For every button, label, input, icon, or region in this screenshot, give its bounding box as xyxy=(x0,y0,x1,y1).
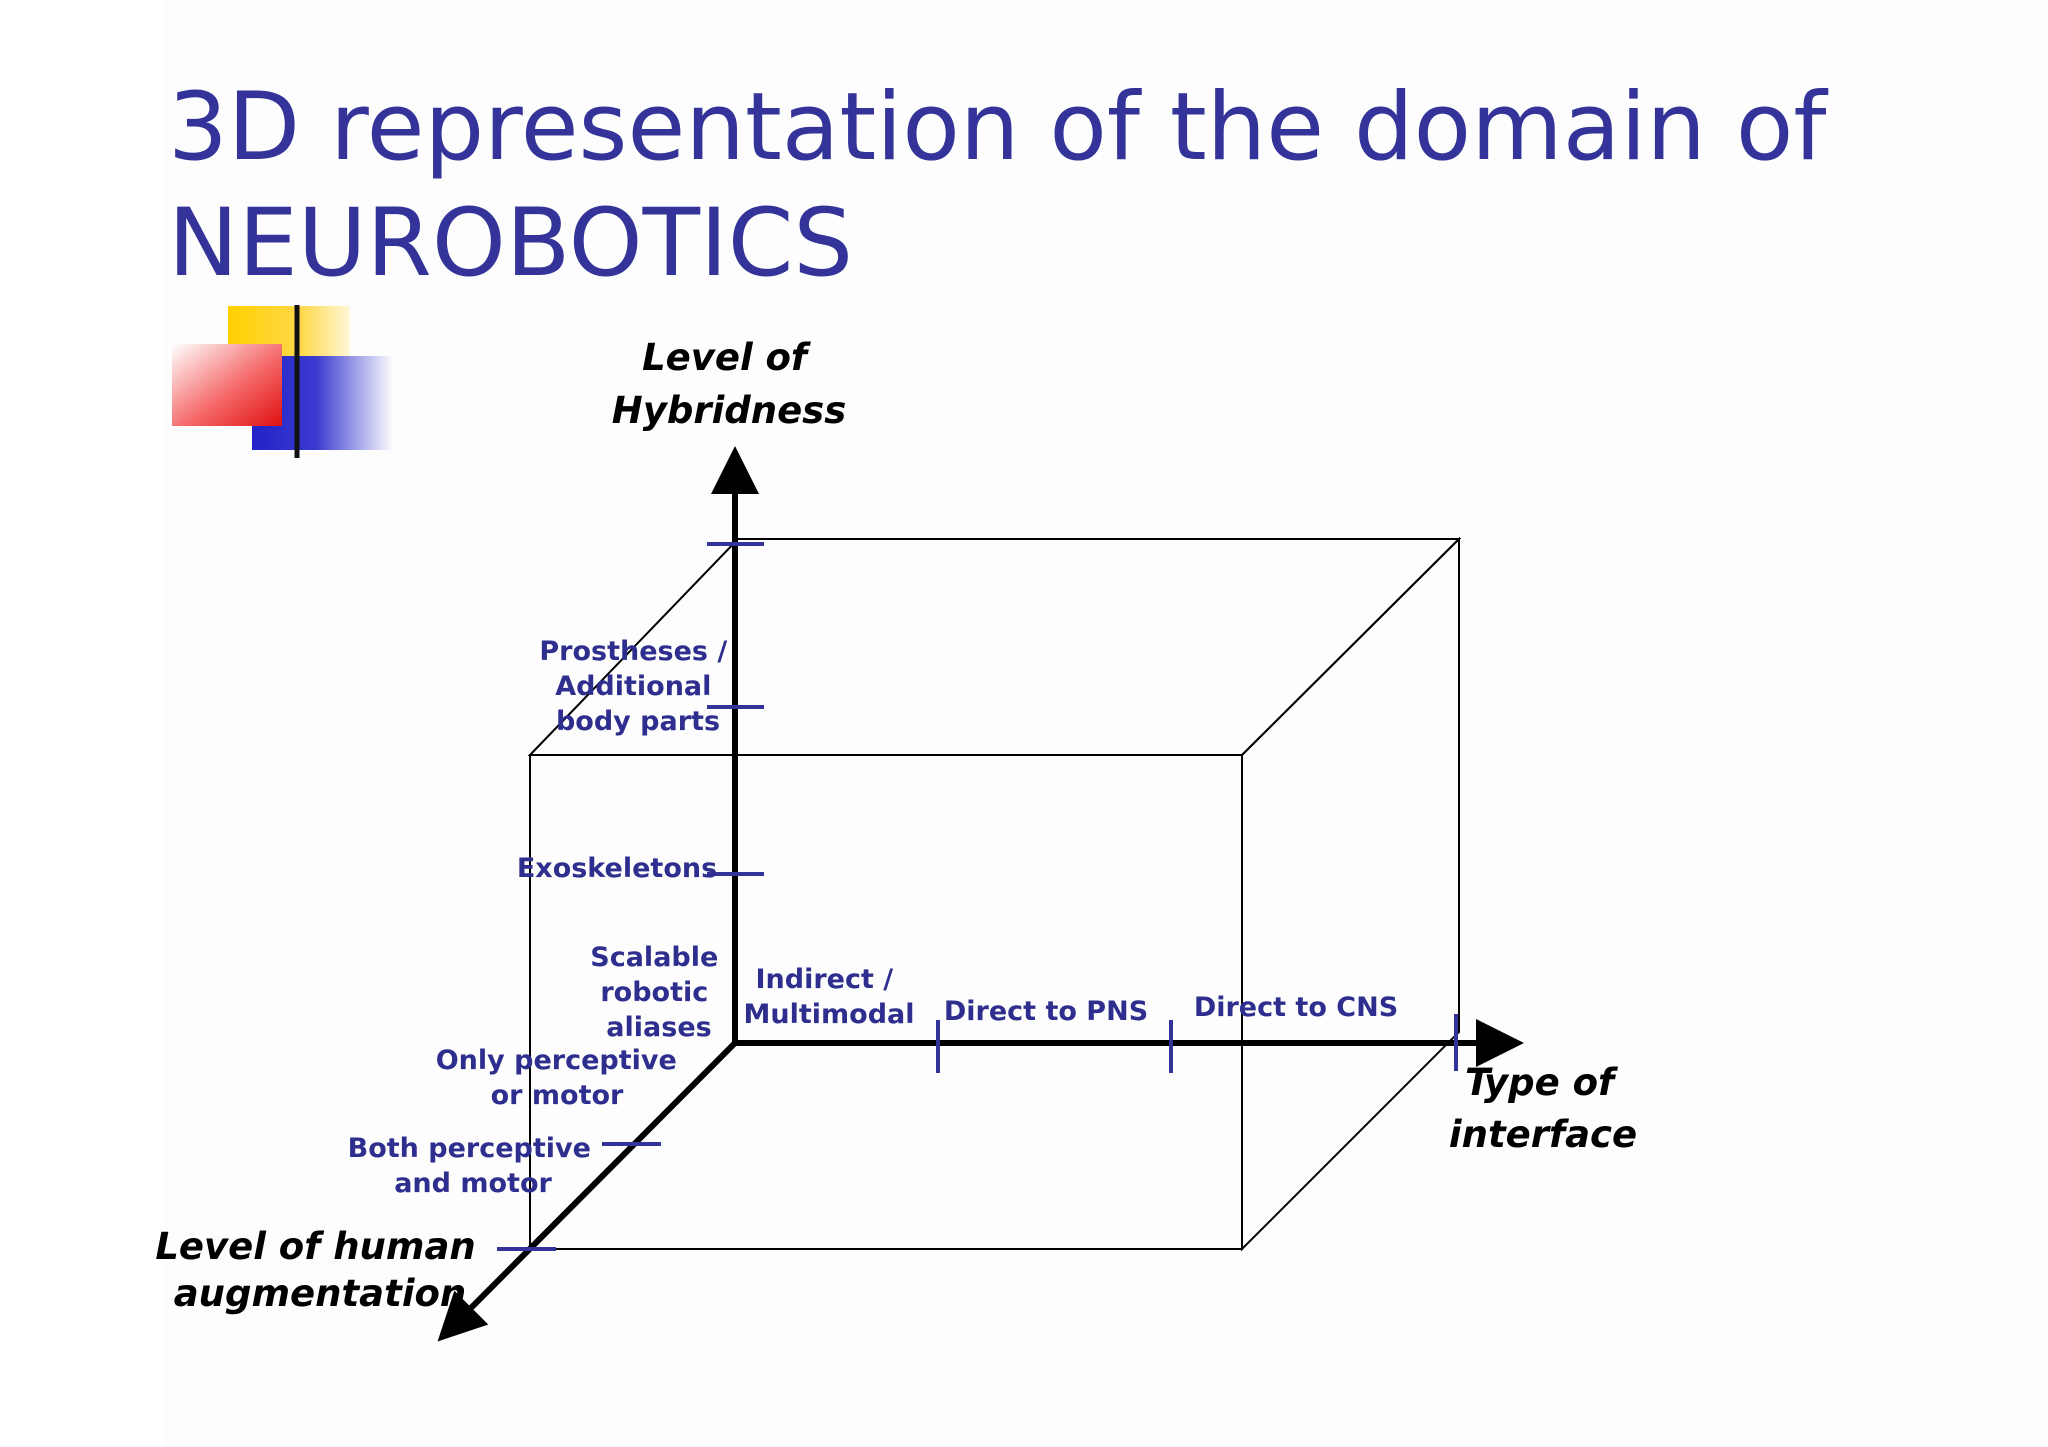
depth-axis-title: Level of human augmentation xyxy=(155,1225,488,1315)
depth-tick-label-2-line-2: and motor xyxy=(394,1168,552,1199)
decorative-logo xyxy=(172,305,585,458)
slide-title: 3D representation of the domain of NEURO… xyxy=(168,70,1868,302)
horizontal-tick-label-2-line-1: Direct to PNS xyxy=(944,996,1148,1027)
depth-tick-label-1: Only perceptive or motor xyxy=(436,1045,687,1111)
horizontal-axis-title-line-2: interface xyxy=(1449,1113,1637,1156)
depth-axis-title-line-1: Level of human xyxy=(155,1225,475,1268)
axis-tick-marks xyxy=(497,542,1458,1251)
slide-background xyxy=(163,0,2048,1447)
horizontal-tick-label-1-line-1: Indirect / xyxy=(755,964,893,995)
depth-axis-title-line-2: augmentation xyxy=(174,1272,467,1315)
slide-title-line-2: NEUROBOTICS xyxy=(168,189,854,298)
vertical-tick-label-1-line-3: aliases xyxy=(606,1012,711,1043)
vertical-tick-label-1-line-2: robotic xyxy=(600,977,708,1008)
vertical-tick-label-3-line-1: Prostheses / xyxy=(539,636,727,667)
depth-tick-label-1-line-1: Only perceptive xyxy=(436,1045,677,1076)
horizontal-tick-label-3: Direct to CNS xyxy=(1194,992,1398,1023)
vertical-tick-label-3-line-3: body parts xyxy=(556,706,720,737)
horizontal-axis-title-line-1: Type of xyxy=(1465,1061,1618,1104)
horizontal-axis-title: Type of interface xyxy=(1449,1061,1637,1156)
vertical-tick-label-1: Scalable robotic aliases xyxy=(590,942,727,1043)
slide-title-line-1: 3D representation of the domain of xyxy=(168,73,1827,182)
vertical-axis-title-line-2: Hybridness xyxy=(612,389,846,432)
horizontal-tick-label-1-line-2: Multimodal xyxy=(744,999,915,1030)
vertical-tick-label-2: Exoskeletons xyxy=(517,853,717,884)
depth-tick-label-2: Both perceptive and motor xyxy=(348,1133,601,1199)
depth-axis xyxy=(437,1040,738,1342)
horizontal-tick-label-2: Direct to PNS xyxy=(944,996,1148,1027)
vertical-tick-label-3: Prostheses / Additional body parts xyxy=(539,636,736,737)
vertical-tick-label-2-line-1: Exoskeletons xyxy=(517,853,717,884)
vertical-tick-label-3-line-2: Additional xyxy=(555,671,711,702)
depth-tick-label-2-line-1: Both perceptive xyxy=(348,1133,591,1164)
horizontal-tick-label-1: Indirect / Multimodal xyxy=(744,964,915,1030)
vertical-axis-title-line-1: Level of xyxy=(642,336,811,379)
depth-tick-label-1-line-2: or motor xyxy=(491,1080,624,1111)
horizontal-tick-label-3-line-1: Direct to CNS xyxy=(1194,992,1398,1023)
domain-cuboid xyxy=(527,536,1462,1252)
logo-red-square xyxy=(172,344,282,426)
vertical-axis-title: Level of Hybridness xyxy=(612,336,846,432)
cuboid-right-face xyxy=(1241,536,1460,1252)
vertical-tick-label-1-line-1: Scalable xyxy=(590,942,718,973)
